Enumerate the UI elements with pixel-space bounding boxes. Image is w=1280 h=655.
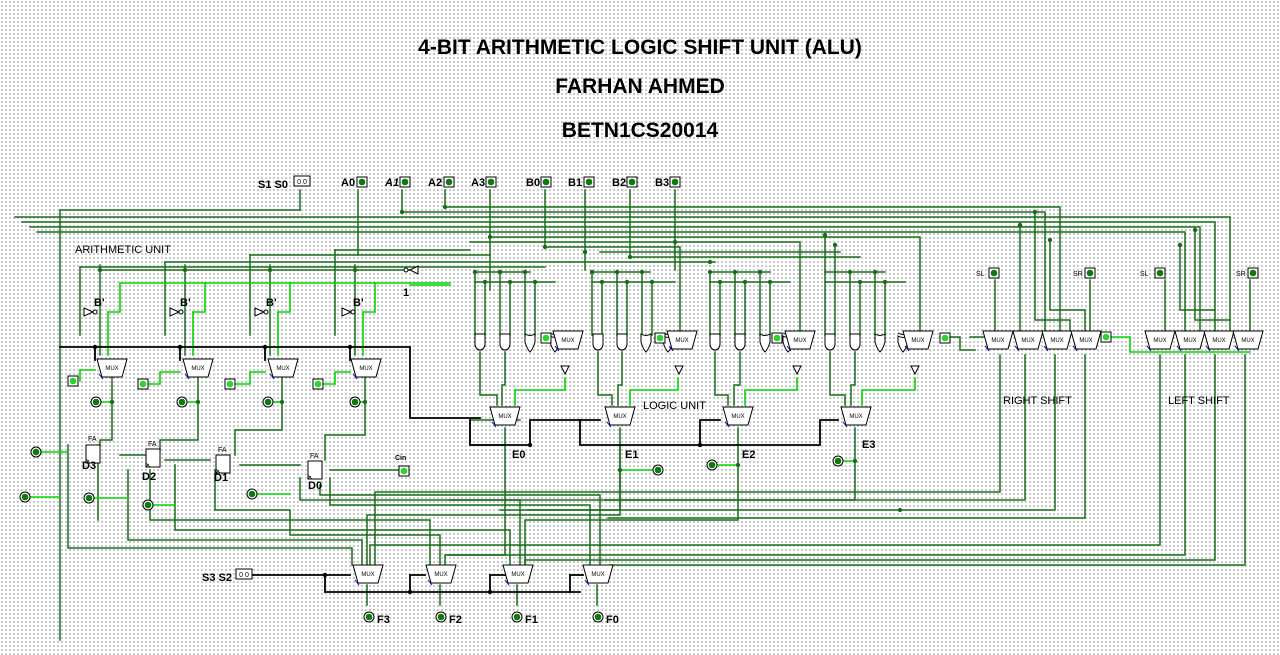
select-s1s0[interactable]: S1 S0 0 0 bbox=[258, 175, 311, 191]
svg-text:FA: FA bbox=[310, 453, 319, 460]
svg-text:B1: B1 bbox=[568, 177, 582, 189]
logic-outputs: E0 E1 E2 E3 bbox=[512, 439, 875, 476]
input-cin[interactable]: Cin bbox=[395, 455, 410, 477]
svg-text:F1: F1 bbox=[525, 614, 538, 626]
svg-text:A0: A0 bbox=[341, 177, 355, 189]
svg-text:B': B' bbox=[353, 297, 364, 309]
svg-text:A3: A3 bbox=[471, 177, 485, 189]
svg-text:D3: D3 bbox=[82, 460, 96, 472]
svg-text:B': B' bbox=[94, 297, 105, 309]
svg-text:0 0: 0 0 bbox=[239, 572, 249, 579]
arith-select-pins[interactable] bbox=[67, 375, 324, 390]
input-b3[interactable]: B3 bbox=[655, 176, 681, 189]
input-b2[interactable]: B2 bbox=[612, 176, 638, 189]
svg-text:A2: A2 bbox=[428, 177, 442, 189]
input-b1[interactable]: B1 bbox=[568, 176, 595, 189]
svg-text:F2: F2 bbox=[449, 614, 462, 626]
section-right-shift: RIGHT SHIFT bbox=[1003, 395, 1072, 407]
svg-text:B0: B0 bbox=[526, 177, 540, 189]
page-title: 4-BIT ARITHMETIC LOGIC SHIFT UNIT (ALU) bbox=[418, 36, 862, 59]
shift-muxes bbox=[982, 330, 1264, 352]
section-left-shift: LEFT SHIFT bbox=[1168, 395, 1230, 407]
svg-text:F3: F3 bbox=[377, 614, 390, 626]
author-name: FARHAN AHMED bbox=[555, 75, 725, 98]
logic-gates bbox=[474, 330, 934, 376]
svg-text:D1: D1 bbox=[214, 472, 228, 484]
svg-text:F0: F0 bbox=[606, 614, 619, 626]
output-f0: F0 bbox=[592, 611, 619, 626]
svg-text:Cin: Cin bbox=[395, 455, 406, 462]
svg-text:S3 S2: S3 S2 bbox=[202, 572, 232, 584]
svg-text:D2: D2 bbox=[142, 471, 156, 483]
svg-text:E3: E3 bbox=[862, 439, 875, 451]
output-f1: F1 bbox=[511, 611, 538, 626]
author-id: BETN1CS20014 bbox=[561, 119, 719, 142]
svg-text:B2: B2 bbox=[612, 177, 626, 189]
svg-text:0 0: 0 0 bbox=[297, 179, 307, 186]
arith-muxes bbox=[96, 358, 382, 380]
output-f2: F2 bbox=[435, 611, 462, 626]
svg-text:B3: B3 bbox=[655, 177, 669, 189]
shift-input-pins[interactable]: SL SR SL SR bbox=[976, 267, 1259, 343]
output-f3: F3 bbox=[363, 611, 390, 626]
svg-text:B': B' bbox=[180, 297, 191, 309]
b-not-gates: B' B' B' B' bbox=[83, 297, 364, 317]
section-logic: LOGIC UNIT bbox=[643, 400, 706, 412]
svg-text:SL: SL bbox=[1140, 271, 1149, 278]
svg-text:E2: E2 bbox=[742, 449, 755, 461]
select-s3s2[interactable]: S3 S2 0 0 bbox=[202, 568, 253, 584]
input-a2[interactable]: A2 bbox=[428, 176, 455, 189]
full-adders: FA D3 FA D2 FA D1 FA D0 bbox=[82, 436, 323, 492]
svg-text:SL: SL bbox=[976, 271, 985, 278]
input-a0[interactable]: A0 bbox=[341, 176, 368, 189]
input-b0[interactable]: B0 bbox=[526, 176, 552, 189]
input-a3[interactable]: A3 bbox=[471, 176, 497, 189]
svg-text:A1: A1 bbox=[384, 177, 399, 189]
constant-one: 1 bbox=[403, 265, 419, 299]
section-arithmetic: ARITHMETIC UNIT bbox=[75, 244, 171, 256]
svg-text:E0: E0 bbox=[512, 449, 525, 461]
svg-text:FA: FA bbox=[88, 436, 97, 443]
svg-text:1: 1 bbox=[403, 287, 409, 299]
svg-text:FA: FA bbox=[148, 441, 157, 448]
svg-text:D0: D0 bbox=[308, 480, 322, 492]
svg-text:B': B' bbox=[266, 297, 277, 309]
arith-probe-pins bbox=[19, 396, 361, 511]
svg-text:S1 S0: S1 S0 bbox=[258, 179, 288, 191]
svg-text:SR: SR bbox=[1236, 271, 1246, 278]
svg-text:FA: FA bbox=[218, 447, 227, 454]
svg-text:SR: SR bbox=[1073, 271, 1083, 278]
wires bbox=[14, 189, 1251, 641]
svg-text:E1: E1 bbox=[625, 449, 638, 461]
input-a1[interactable]: A1 bbox=[384, 176, 411, 189]
wire-junctions bbox=[97, 204, 1198, 513]
